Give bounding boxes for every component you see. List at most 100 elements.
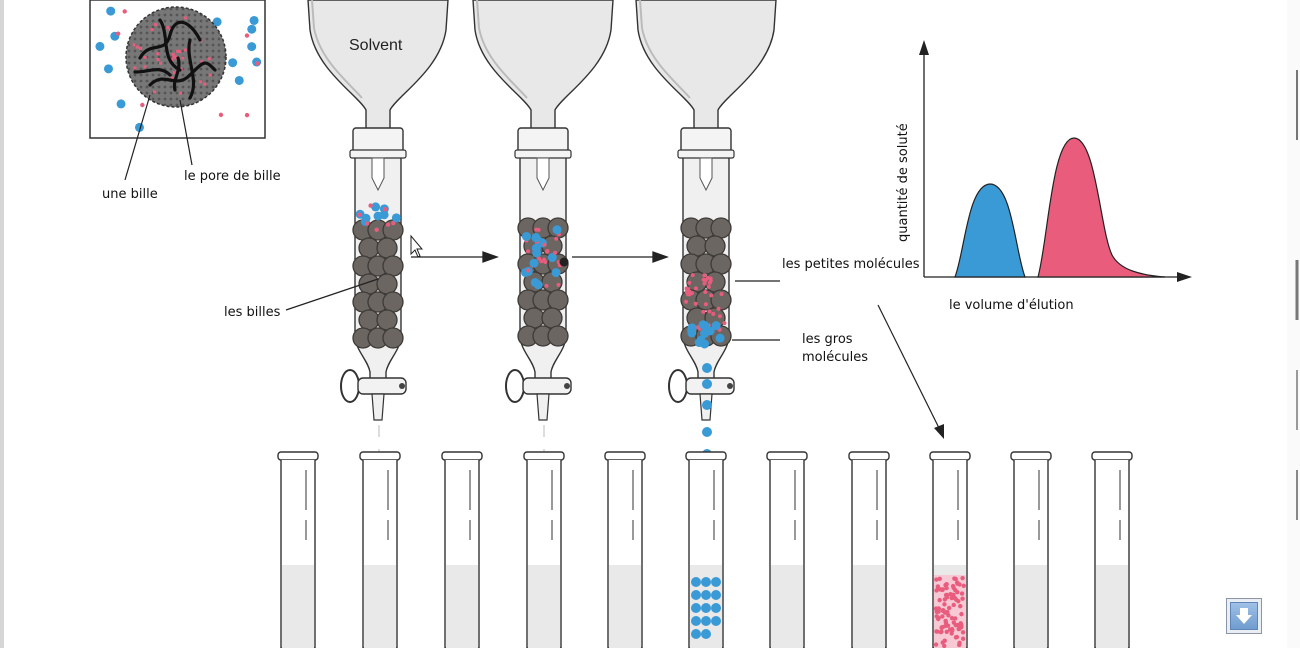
column (505, 127, 572, 533)
trapped-molecule (132, 43, 136, 47)
bead (376, 273, 398, 295)
trapped-molecule (150, 28, 154, 32)
trapped-molecule (200, 60, 204, 64)
trapped-molecule (156, 52, 160, 56)
molecule (122, 9, 127, 14)
label-pore-de-bille: le pore de bille (184, 169, 281, 184)
test-tube (523, 451, 565, 648)
trapped-molecule (138, 47, 142, 51)
bead (710, 253, 732, 275)
arrow-to-pink-tube (934, 424, 944, 439)
trapped-molecule (171, 52, 175, 56)
test-tube (359, 451, 401, 648)
peak-small-molecules (1037, 137, 1166, 278)
bead (704, 271, 726, 293)
molecule (247, 42, 257, 52)
molecule (244, 112, 250, 118)
bead (358, 309, 380, 331)
bead (710, 217, 732, 239)
test-tube (685, 451, 727, 648)
column (340, 127, 407, 533)
trapped-molecule (183, 48, 187, 52)
molecules-in-column (520, 225, 569, 290)
trapped-molecule (203, 82, 207, 86)
trapped-molecule (178, 50, 182, 54)
molecule (103, 64, 113, 74)
molecule (212, 17, 222, 27)
label-petites-molecules: les petites molécules (782, 257, 920, 272)
bead (547, 289, 569, 311)
process-arrows (411, 251, 669, 263)
molecule (247, 24, 257, 34)
label-gros-line1: les gros (802, 332, 853, 347)
test-tube (766, 451, 808, 648)
bead (686, 235, 708, 257)
trapped-molecule (143, 55, 147, 59)
molecule (218, 112, 224, 118)
test-tube (1010, 451, 1052, 648)
label-leaders (285, 278, 941, 431)
test-tube (277, 451, 319, 648)
trapped-molecule (143, 65, 147, 69)
bead (376, 309, 398, 331)
molecule (249, 15, 259, 25)
left-window-edge (0, 0, 4, 648)
bead-inset (89, 0, 266, 181)
molecule (116, 99, 126, 109)
y-axis-label: quantité de soluté (896, 123, 911, 242)
molecules-in-column (355, 202, 401, 232)
x-axis-label: le volume d'élution (949, 298, 1074, 313)
bead (704, 235, 726, 257)
funnel (307, 0, 449, 131)
solvent-funnels (307, 0, 777, 131)
trapped-molecule (135, 45, 139, 49)
mouse-cursor (410, 234, 424, 258)
label-gros-line2: molécules (802, 350, 868, 365)
trapped-molecule (208, 73, 212, 77)
test-tube (441, 451, 483, 648)
molecule (228, 58, 238, 68)
trapped-molecule (153, 90, 157, 94)
trapped-molecule (170, 58, 174, 62)
label-les-billes: les billes (224, 305, 281, 320)
trapped-molecule (174, 55, 178, 59)
molecule (234, 75, 244, 85)
molecule (95, 41, 105, 51)
molecule (244, 33, 250, 38)
bead (358, 237, 380, 259)
bead (382, 291, 404, 313)
trapped-molecule (166, 25, 170, 29)
funnel (472, 0, 614, 131)
trapped-molecule (172, 71, 176, 75)
scroll-down-button[interactable] (1226, 598, 1262, 634)
trapped-molecule (170, 76, 174, 80)
funnel (635, 0, 777, 131)
trapped-molecule (183, 16, 187, 20)
test-tube (929, 451, 971, 648)
test-tubes (277, 451, 1133, 648)
bead (382, 327, 404, 349)
solvent-label: Solvent (349, 37, 403, 54)
bead (547, 325, 569, 347)
bead (382, 255, 404, 277)
pore-network (133, 18, 217, 100)
molecule (255, 61, 260, 66)
trapped-molecule (154, 23, 158, 27)
test-tube (1091, 451, 1133, 648)
label-une-bille: une bille (102, 187, 158, 202)
trapped-molecule (181, 56, 185, 60)
bead (523, 307, 545, 329)
right-window-edge (1287, 0, 1300, 648)
molecule (140, 102, 145, 108)
trapped-molecule (156, 58, 160, 62)
trapped-molecule (207, 57, 211, 61)
peak-large-molecules (954, 183, 1026, 278)
test-tube (848, 451, 890, 648)
bead (541, 307, 563, 329)
arrow-down-icon (1236, 608, 1252, 624)
test-tube (604, 451, 646, 648)
trapped-molecule (179, 91, 183, 95)
trapped-molecule (133, 66, 137, 70)
trapped-molecule (176, 49, 180, 53)
